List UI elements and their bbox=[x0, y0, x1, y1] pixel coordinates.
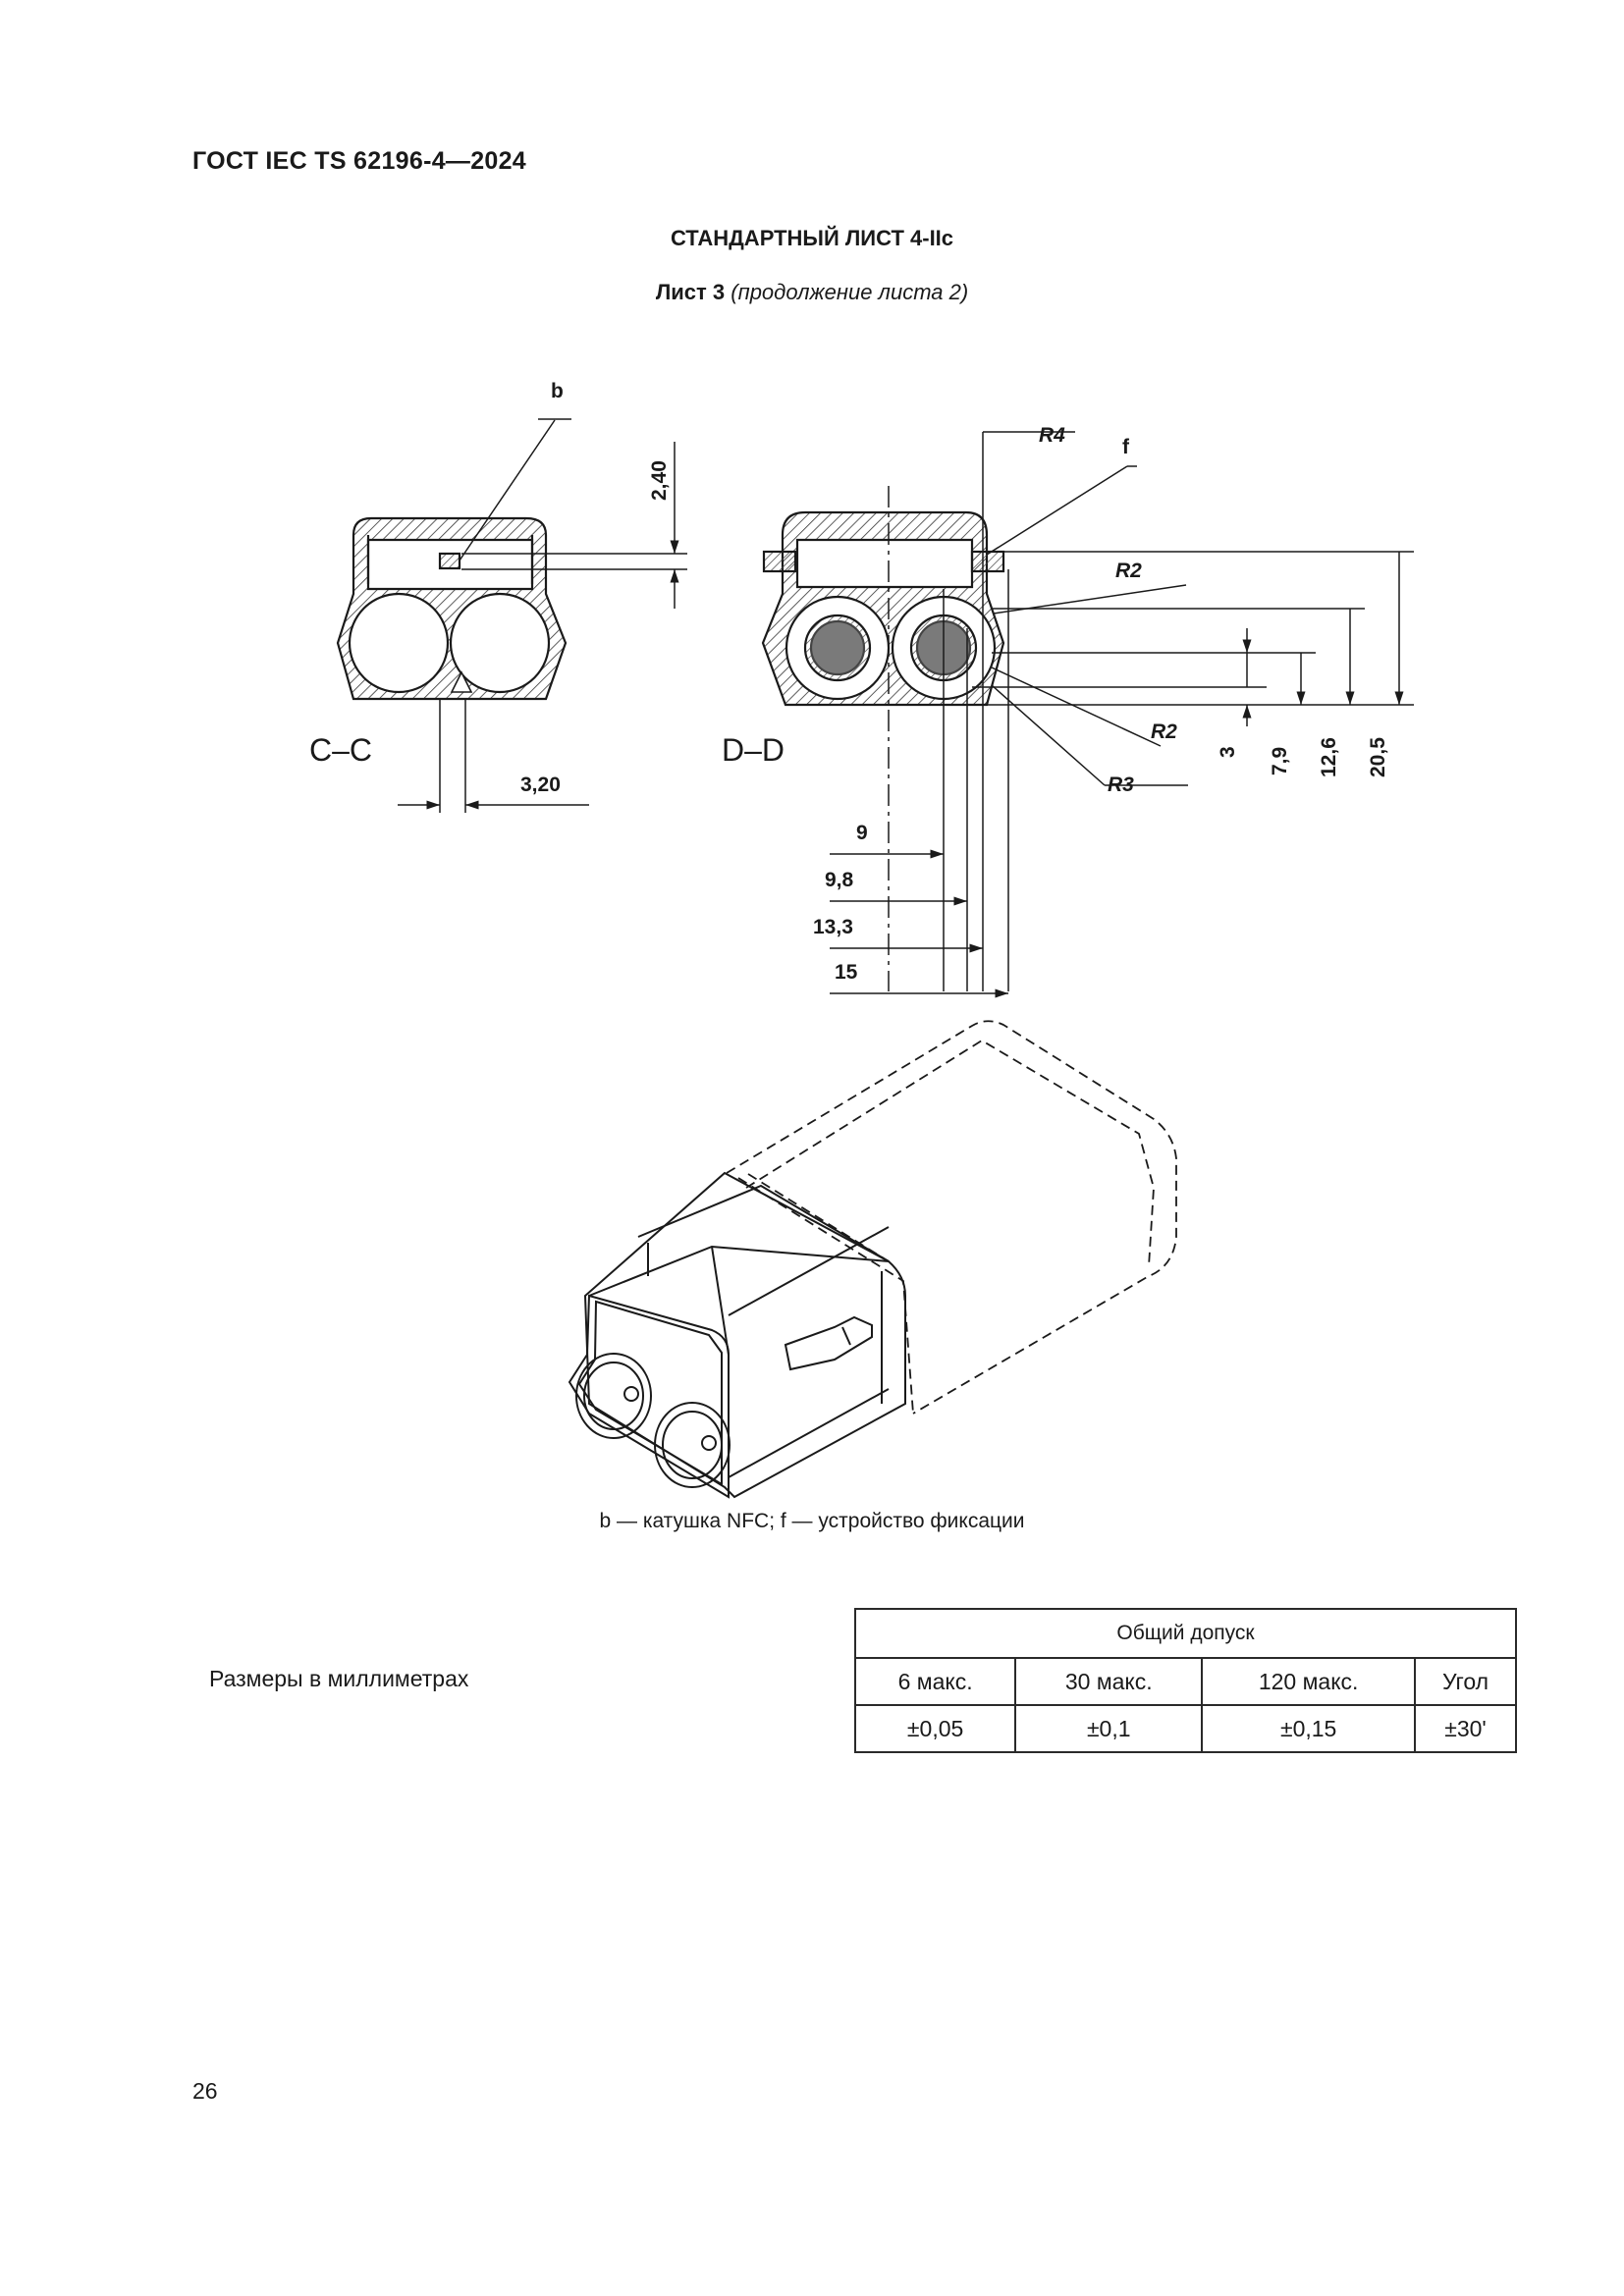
dim-dd-r3: R3 bbox=[1108, 774, 1134, 796]
figure-caption: b — катушка NFC; f — устройство фиксации bbox=[599, 1510, 1025, 1532]
document-id: ГОСТ IEC TS 62196-4—2024 bbox=[192, 147, 527, 175]
tolerance-value-cell: ±0,05 bbox=[853, 1704, 1017, 1753]
dim-dd-r2-top: R2 bbox=[1115, 560, 1142, 582]
connector-isometric-view bbox=[568, 1020, 1177, 1499]
dim-dd-126: 12,6 bbox=[1318, 737, 1340, 777]
section-dd-label: D–D bbox=[722, 732, 785, 768]
section-cc-label: C–C bbox=[309, 732, 372, 768]
dim-dd-15: 15 bbox=[835, 961, 858, 984]
tolerance-header-cell: 30 макс. bbox=[1014, 1657, 1204, 1706]
page-number: 26 bbox=[192, 2078, 218, 2104]
dim-dd-r4: R4 bbox=[1039, 424, 1065, 447]
tolerance-value-cell: ±0,15 bbox=[1201, 1704, 1417, 1753]
technical-drawing: b 2,40 3,20 C–C bbox=[309, 380, 1414, 1499]
sheet-number: Лист 3 bbox=[655, 280, 726, 304]
tolerance-table-title: Общий допуск bbox=[854, 1608, 1517, 1659]
dim-dd-9: 9 bbox=[856, 822, 868, 844]
section-cc-view bbox=[336, 516, 568, 701]
section-dd-dimensions bbox=[805, 431, 1414, 998]
sheet-title: СТАНДАРТНЫЙ ЛИСТ 4-IIc bbox=[670, 226, 954, 250]
dim-dd-98: 9,8 bbox=[825, 869, 854, 891]
tolerance-header-cell: Угол bbox=[1414, 1657, 1517, 1706]
dim-dd-3: 3 bbox=[1217, 746, 1239, 758]
label-f: f bbox=[1122, 436, 1130, 458]
tolerance-header-cell: 120 макс. bbox=[1201, 1657, 1417, 1706]
dim-dd-79: 7,9 bbox=[1269, 747, 1291, 775]
section-cc-dimensions bbox=[398, 418, 687, 813]
dim-dd-r2-bottom: R2 bbox=[1151, 721, 1177, 743]
dim-dd-205: 20,5 bbox=[1367, 737, 1389, 777]
tolerance-value-row: ±0,05 ±0,1 ±0,15 ±30' bbox=[853, 1704, 1517, 1753]
tolerance-header-row: 6 макс. 30 макс. 120 макс. Угол bbox=[853, 1657, 1517, 1706]
dim-cc-240: 2,40 bbox=[648, 460, 671, 501]
sheet-subtitle: Лист 3 (продолжение листа 2) bbox=[0, 280, 1624, 305]
tolerance-table: Общий допуск 6 макс. 30 макс. 120 макс. … bbox=[853, 1608, 1517, 1753]
tolerance-value-cell: ±30' bbox=[1414, 1704, 1517, 1753]
label-b: b bbox=[551, 380, 564, 402]
dim-cc-320: 3,20 bbox=[520, 774, 561, 796]
units-note: Размеры в миллиметрах bbox=[209, 1666, 469, 1691]
dim-dd-133: 13,3 bbox=[813, 916, 853, 938]
tolerance-header-cell: 6 макс. bbox=[853, 1657, 1017, 1706]
sheet-continuation: (продолжение листа 2) bbox=[731, 280, 969, 304]
tolerance-value-cell: ±0,1 bbox=[1014, 1704, 1204, 1753]
